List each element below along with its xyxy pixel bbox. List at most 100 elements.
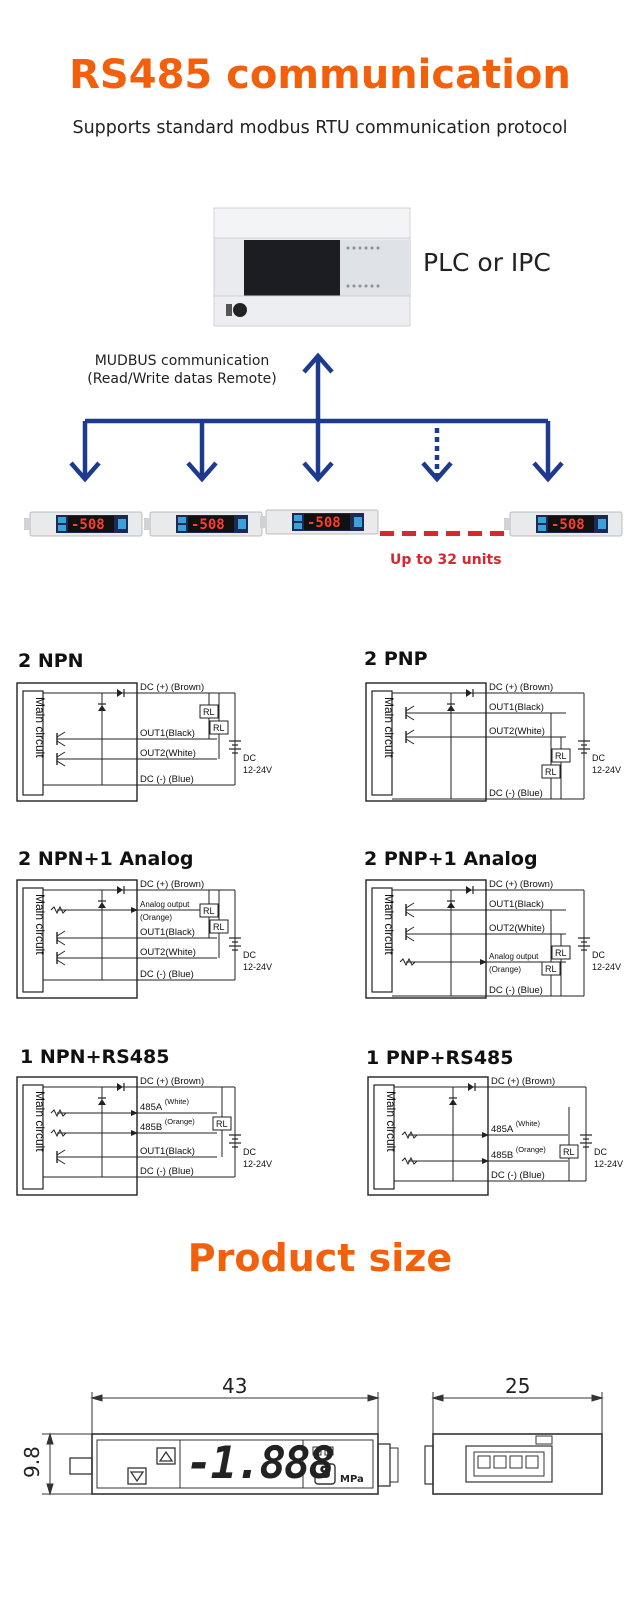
label-dc: DC xyxy=(243,1147,256,1157)
main-circuit-box xyxy=(371,690,393,796)
sensor-unit-1: -508 xyxy=(24,511,143,537)
sensor-port xyxy=(24,518,30,530)
label-dc-neg: DC (-) (Blue) xyxy=(489,788,543,799)
bus-lines xyxy=(69,352,564,483)
resistor-zigzag xyxy=(50,905,67,915)
load-resistor-label: RL xyxy=(213,922,225,932)
diagram-npn-rs485: DC (+) (Brown)DC (-) (Blue)DC12-24VMain … xyxy=(16,1076,272,1196)
transistor-leg xyxy=(56,731,66,738)
label-signal: 485A xyxy=(491,1124,514,1135)
transistor-leg xyxy=(56,939,66,946)
sensor-led xyxy=(294,523,302,529)
label-volt: 12-24V xyxy=(243,1159,272,1169)
load-resistor-label: RL xyxy=(545,964,557,974)
transistor-leg xyxy=(405,911,415,918)
main-circuit-box xyxy=(22,1084,44,1190)
label-dc-pos: DC (+) (Brown) xyxy=(489,682,553,693)
transistor-leg xyxy=(405,738,415,745)
transistor-leg xyxy=(56,950,66,957)
main-circuit-label: Main circuit xyxy=(382,697,396,758)
wiring-title-2pnp-analog: 2 PNP+1 Analog xyxy=(364,848,538,870)
page-title: RS485 communication xyxy=(69,52,571,98)
load-resistor-label: RL xyxy=(213,723,225,733)
diagram-box xyxy=(16,1076,138,1196)
sensor-key xyxy=(598,519,606,529)
main-circuit-label: Main circuit xyxy=(33,894,47,955)
label-volt: 12-24V xyxy=(243,962,272,972)
diagram-box xyxy=(16,682,138,802)
label-volt: 12-24V xyxy=(243,765,272,775)
wiring-title-pnp-rs485: 1 PNP+RS485 xyxy=(366,1047,514,1069)
main-circuit-label: Main circuit xyxy=(382,894,396,955)
label-dc-pos: DC (+) (Brown) xyxy=(140,682,204,693)
wiring-title-2npn: 2 NPN xyxy=(18,650,84,672)
transistor-leg xyxy=(56,959,66,966)
sensor-port xyxy=(260,516,266,528)
plc-device xyxy=(213,207,411,327)
sensor-display-value: -508 xyxy=(191,517,225,533)
resistor-zigzag xyxy=(399,957,416,967)
diode-symbol xyxy=(466,689,472,697)
sensor-screen xyxy=(68,516,114,532)
label-signal-sup: (Orange) xyxy=(165,1117,196,1126)
diagram-2pnp-analog: DC (+) (Brown)DC (-) (Blue)DC12-24VMain … xyxy=(365,879,621,999)
main-circuit-label: Main circuit xyxy=(33,1091,47,1152)
sensor-led xyxy=(538,525,546,531)
diode-symbol xyxy=(466,886,472,894)
label-signal: OUT2(White) xyxy=(489,923,545,934)
diode-symbol xyxy=(117,1083,123,1091)
label-dc-neg: DC (-) (Blue) xyxy=(489,985,543,996)
transistor-leg xyxy=(405,729,415,736)
sensor-units: -508 -508 -508 -508 xyxy=(24,509,623,537)
load-resistor-label: RL xyxy=(555,751,567,761)
load-resistor-label: RL xyxy=(203,707,215,717)
sensor-led xyxy=(58,517,66,523)
main-circuit-box xyxy=(373,1084,395,1190)
sensor-display-value: -508 xyxy=(307,515,341,531)
transistor-leg xyxy=(56,1149,66,1156)
sensor-key xyxy=(118,519,126,529)
resistor-zigzag xyxy=(401,1130,418,1140)
label-signal: 485A xyxy=(140,1102,163,1113)
main-circuit-label: Main circuit xyxy=(384,1091,398,1152)
sensor-display-value: -508 xyxy=(71,517,105,533)
transistor-leg xyxy=(56,930,66,937)
sensor-led xyxy=(538,517,546,523)
main-circuit-box xyxy=(22,690,44,796)
arrow-head xyxy=(482,1158,489,1164)
diagram-box xyxy=(365,879,487,999)
diode-symbol xyxy=(468,1083,474,1091)
load-resistor-label: RL xyxy=(555,948,567,958)
label-signal: Analog output xyxy=(140,900,190,909)
diagram-2pnp: DC (+) (Brown)DC (-) (Blue)DC12-24VMain … xyxy=(365,682,621,802)
product-size-title: Product size xyxy=(187,1236,453,1280)
label-signal: 485B xyxy=(140,1122,162,1133)
load-resistor-label: RL xyxy=(563,1147,575,1157)
diagram-2npn: DC (+) (Brown)DC (-) (Blue)DC12-24VMain … xyxy=(16,682,272,802)
label-signal: OUT2(White) xyxy=(489,726,545,737)
sensor-key xyxy=(238,519,246,529)
sensor-unit-4: -508 xyxy=(504,511,623,537)
label-signal: OUT1(Black) xyxy=(489,702,544,713)
label-signal: OUT2(White) xyxy=(140,748,196,759)
label-signal: OUT1(Black) xyxy=(140,927,195,938)
diagram-box xyxy=(367,1076,489,1196)
sensor-unit-2: -508 xyxy=(144,511,263,537)
arrow-head xyxy=(131,1110,138,1116)
label-dc-pos: DC (+) (Brown) xyxy=(489,879,553,890)
resistor-zigzag xyxy=(401,1156,418,1166)
modbus-line-1: MUDBUS communication xyxy=(94,353,270,369)
wiring-title-npn-rs485: 1 NPN+RS485 xyxy=(20,1046,170,1068)
label-signal-sup: (Orange) xyxy=(516,1145,547,1154)
diode-symbol xyxy=(117,689,123,697)
dim-depth: 25 xyxy=(505,1374,531,1398)
front-display-digits: -1.888 xyxy=(186,1438,335,1489)
modbus-line-2: (Read/Write datas Remote) xyxy=(87,371,277,387)
label-signal: Analog output xyxy=(489,952,539,961)
sensor-display-value: -508 xyxy=(551,517,585,533)
s-key-label: S xyxy=(319,1463,332,1483)
resistor-zigzag xyxy=(50,1128,67,1138)
sensor-screen xyxy=(304,514,350,530)
label-dc: DC xyxy=(243,950,256,960)
diode-symbol xyxy=(117,886,123,894)
